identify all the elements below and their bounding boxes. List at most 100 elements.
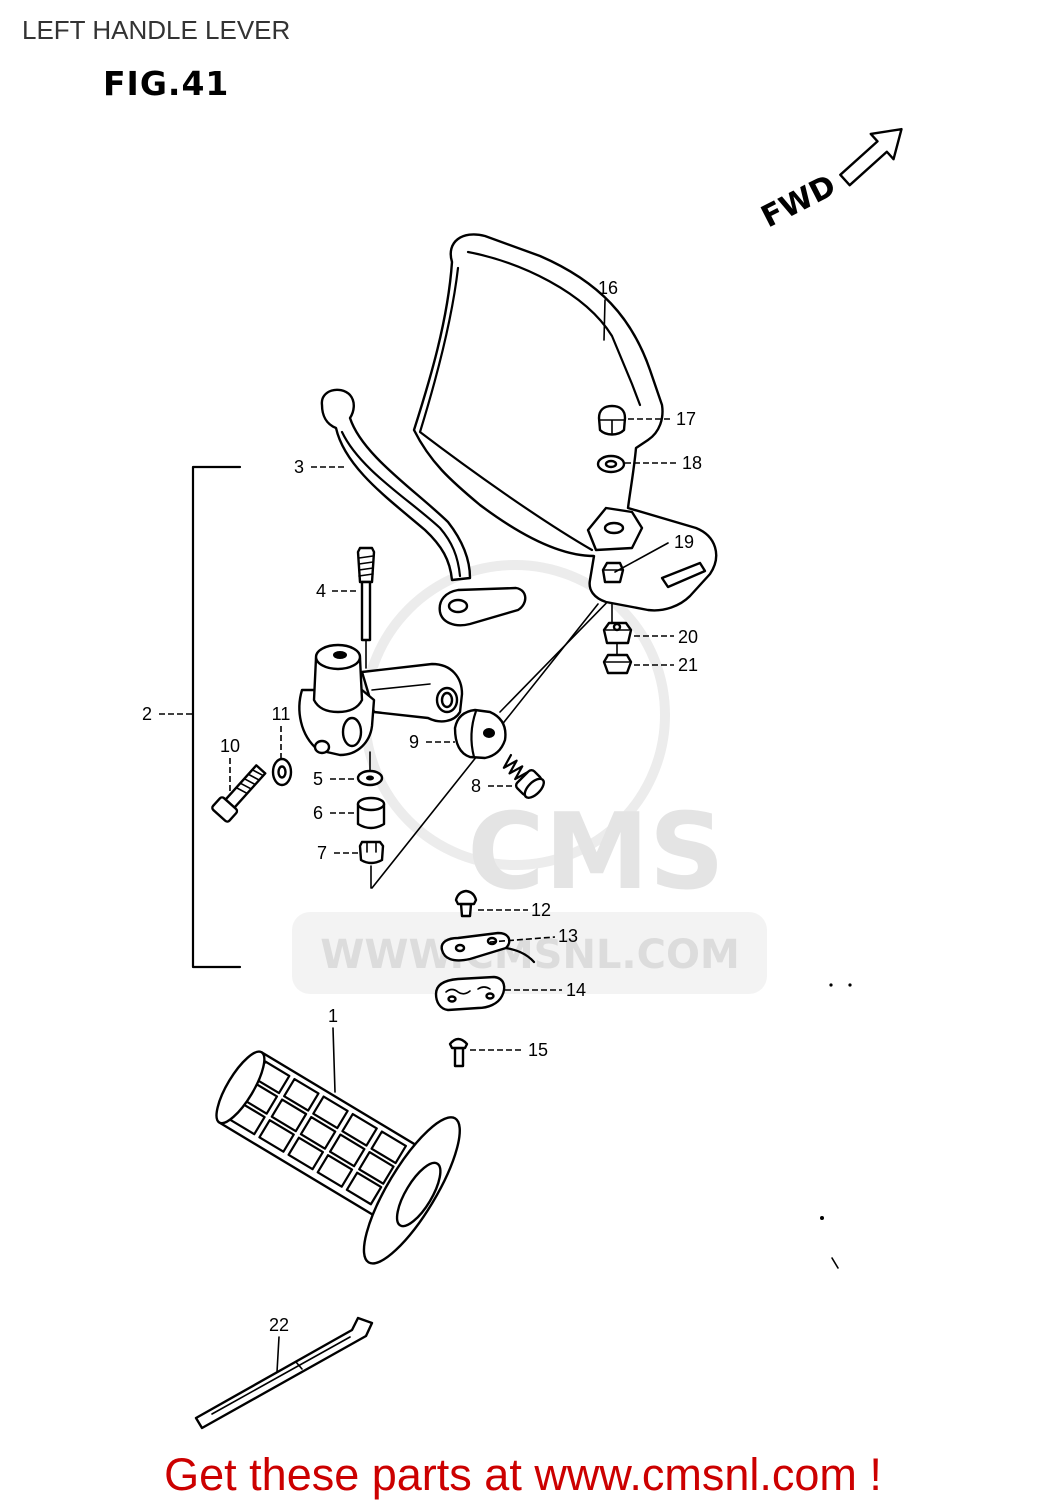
- leader-13: [489, 936, 556, 943]
- callout-11: 11: [272, 704, 291, 724]
- adjuster-edge: [470, 709, 478, 759]
- callout-5: 5: [313, 769, 323, 789]
- callout-13: 13: [558, 926, 578, 946]
- plate-markings: [445, 986, 491, 995]
- part-11-washer: [271, 757, 293, 787]
- part-14-plate: [434, 975, 506, 1012]
- leader-22: [276, 1336, 280, 1373]
- nut-20-body: [602, 621, 633, 645]
- pivot-bolt-shaft: [360, 580, 372, 642]
- forward-arrow-shape: [839, 127, 903, 187]
- nut-7-body: [358, 840, 385, 865]
- collar-body: [601, 561, 625, 584]
- assembly-bracket: [191, 465, 242, 969]
- speck: [829, 983, 833, 987]
- clamp-tail: [504, 946, 536, 964]
- nut-7-facets: [366, 842, 377, 853]
- bolt-10-threads: [235, 769, 265, 795]
- part-9-adjuster: [453, 708, 507, 760]
- lever-blade: [320, 388, 472, 582]
- speck: [820, 1216, 824, 1220]
- part-12-screw: [454, 889, 478, 918]
- callout-18: 18: [682, 453, 702, 473]
- part-21-nut: [602, 653, 633, 675]
- pivot-bolt-thread: [356, 546, 376, 584]
- grip-pattern: [229, 1060, 407, 1206]
- holder-clamp-end: [341, 716, 363, 748]
- part-16-handguard: [412, 233, 718, 612]
- callout-20: 20: [678, 627, 698, 647]
- holder-boss-hole: [333, 651, 347, 659]
- lever-ridge: [340, 430, 462, 578]
- cap-nut-facets: [599, 419, 625, 435]
- forward-arrow-icon: [839, 127, 903, 187]
- washer-hole: [604, 459, 618, 469]
- callout-21: 21: [678, 655, 698, 675]
- part-18-washer: [596, 454, 626, 474]
- page-title: LEFT HANDLE LEVER: [22, 15, 290, 45]
- screw-15-head: [448, 1037, 469, 1050]
- clamp-hole-right: [486, 936, 498, 946]
- grip-inner-end: [215, 1050, 266, 1125]
- part-10-bolt: [211, 764, 267, 823]
- callout-10: 10: [220, 736, 240, 756]
- pivot-bolt-thread-lines: [358, 555, 374, 577]
- part-7-nut: [358, 840, 385, 865]
- watermark-url-box: [292, 912, 767, 994]
- handguard-panel-edge: [418, 266, 594, 552]
- washer-11-hole: [277, 765, 287, 779]
- part-6-spacer: [356, 796, 386, 830]
- grip-end-cap: [395, 1161, 442, 1228]
- callout-9: 9: [409, 732, 419, 752]
- screw-12-shaft: [459, 902, 473, 918]
- handguard-slot: [660, 561, 707, 589]
- callout-17: 17: [676, 409, 696, 429]
- part-22-cable-tie: [194, 1316, 374, 1430]
- clamp-hole-left: [454, 943, 466, 953]
- part-19-collar: [601, 561, 625, 584]
- handguard-rim: [466, 250, 642, 407]
- part-17-cap-nut: [597, 404, 627, 436]
- watermark: CMS WWW.CMSNL.COM: [292, 560, 767, 994]
- figure-number: FIG.41: [103, 64, 229, 103]
- watermark-logo: CMS: [467, 791, 724, 913]
- footer-promo-text: Get these parts at www.cmsnl.com !: [164, 1449, 882, 1500]
- callout-12: 12: [531, 900, 551, 920]
- callout-8: 8: [471, 776, 481, 796]
- callout-2: 2: [142, 704, 152, 724]
- handguard-body: [412, 233, 718, 612]
- holder-arm-edge: [371, 683, 431, 691]
- callout-7: 7: [317, 843, 327, 863]
- holder-pivot-boss: [312, 656, 364, 714]
- holder-arm-hole-inner: [440, 691, 454, 709]
- callout-14: 14: [566, 980, 586, 1000]
- callout-16: 16: [598, 278, 618, 298]
- leader-1: [332, 1027, 336, 1093]
- callout-1: 1: [328, 1006, 338, 1026]
- part-4-pivot-bolt: [356, 546, 376, 642]
- leader-16: [603, 299, 606, 341]
- part-20-nut: [602, 621, 633, 645]
- spring-coils: [502, 753, 530, 781]
- washer-5-hole: [366, 775, 374, 781]
- callout-22: 22: [269, 1315, 289, 1335]
- spacer-top: [356, 796, 386, 812]
- part-13-clamp: [440, 931, 536, 964]
- callout-15: 15: [528, 1040, 548, 1060]
- plate-hole-left: [447, 995, 457, 1003]
- plate-hole-right: [485, 992, 495, 1000]
- plate-body: [434, 975, 506, 1012]
- lever-pivot-plate: [438, 586, 527, 627]
- callout-4: 4: [316, 581, 326, 601]
- leader-19: [614, 542, 669, 573]
- part-2-lever-holder: [298, 643, 464, 757]
- part-3-lever: [320, 388, 527, 627]
- part-15-screw: [448, 1037, 469, 1068]
- cable-tie-detail: [211, 1336, 351, 1415]
- speck: [831, 1257, 839, 1269]
- callout-3: 3: [294, 457, 304, 477]
- part-5-washer: [356, 769, 384, 787]
- holder-bolt-boss: [313, 739, 331, 755]
- screw-12-head: [454, 889, 478, 906]
